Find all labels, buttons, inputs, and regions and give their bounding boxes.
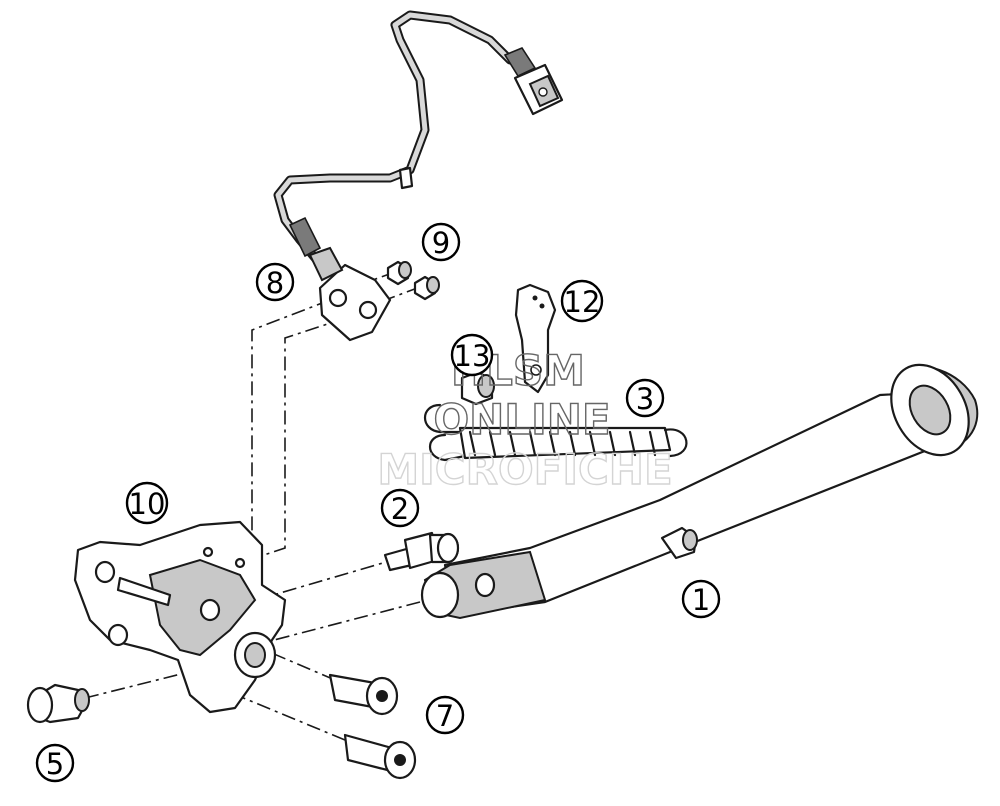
cable-clip [398,166,414,190]
svg-text:12: 12 [564,285,601,319]
callout-3: 3 [625,378,665,418]
svg-text:8: 8 [266,266,284,300]
watermark-line-2: ONLINE [433,395,610,444]
assembly-line-1-pivot [254,601,421,646]
callout-9: 9 [421,222,461,262]
svg-text:5: 5 [46,747,64,781]
return-spring [424,403,688,462]
watermark: HLSM ONLINE MICROFICHE [377,345,674,494]
svg-text:3: 3 [636,382,654,416]
side-stand-leg [420,363,979,620]
assembly-line-9a [344,271,396,291]
callout-2: 2 [380,488,420,528]
svg-text:13: 13 [454,339,491,373]
screw-7a [328,673,399,716]
bracket-bolt [460,370,495,406]
assembly-line-2 [214,557,401,613]
screw-9b [413,275,440,301]
pivot-pin [383,531,460,572]
bushing [26,683,90,724]
cable-connector [503,47,564,116]
screw-9a [386,260,412,286]
switch-screws [386,260,440,301]
switch-cable [273,10,515,275]
svg-text:10: 10 [129,487,166,521]
callout-1: 1 [681,579,721,619]
assembly-line-8-right [239,309,371,564]
svg-text:9: 9 [432,226,450,260]
side-stand-switch [273,10,564,342]
spring-pin [660,526,698,560]
svg-text:1: 1 [692,583,710,617]
spring-bracket [514,283,557,394]
callout-8: 8 [255,262,295,302]
stand-mounting-bracket [73,520,287,714]
screw-7b [343,733,417,780]
callouts: 1 2 3 5 7 8 9 10 [35,222,721,783]
callout-12: 12 [560,279,604,323]
svg-text:7: 7 [436,699,454,733]
callout-10: 10 [125,481,169,525]
switch-body [318,263,392,342]
callout-7: 7 [425,695,465,735]
svg-text:2: 2 [391,492,409,526]
assembly-line-9b [371,286,421,306]
callout-13: 13 [450,333,494,377]
callout-5: 5 [35,743,75,783]
pivot-screws [328,673,417,780]
watermark-line-3: MICROFICHE [377,445,672,494]
